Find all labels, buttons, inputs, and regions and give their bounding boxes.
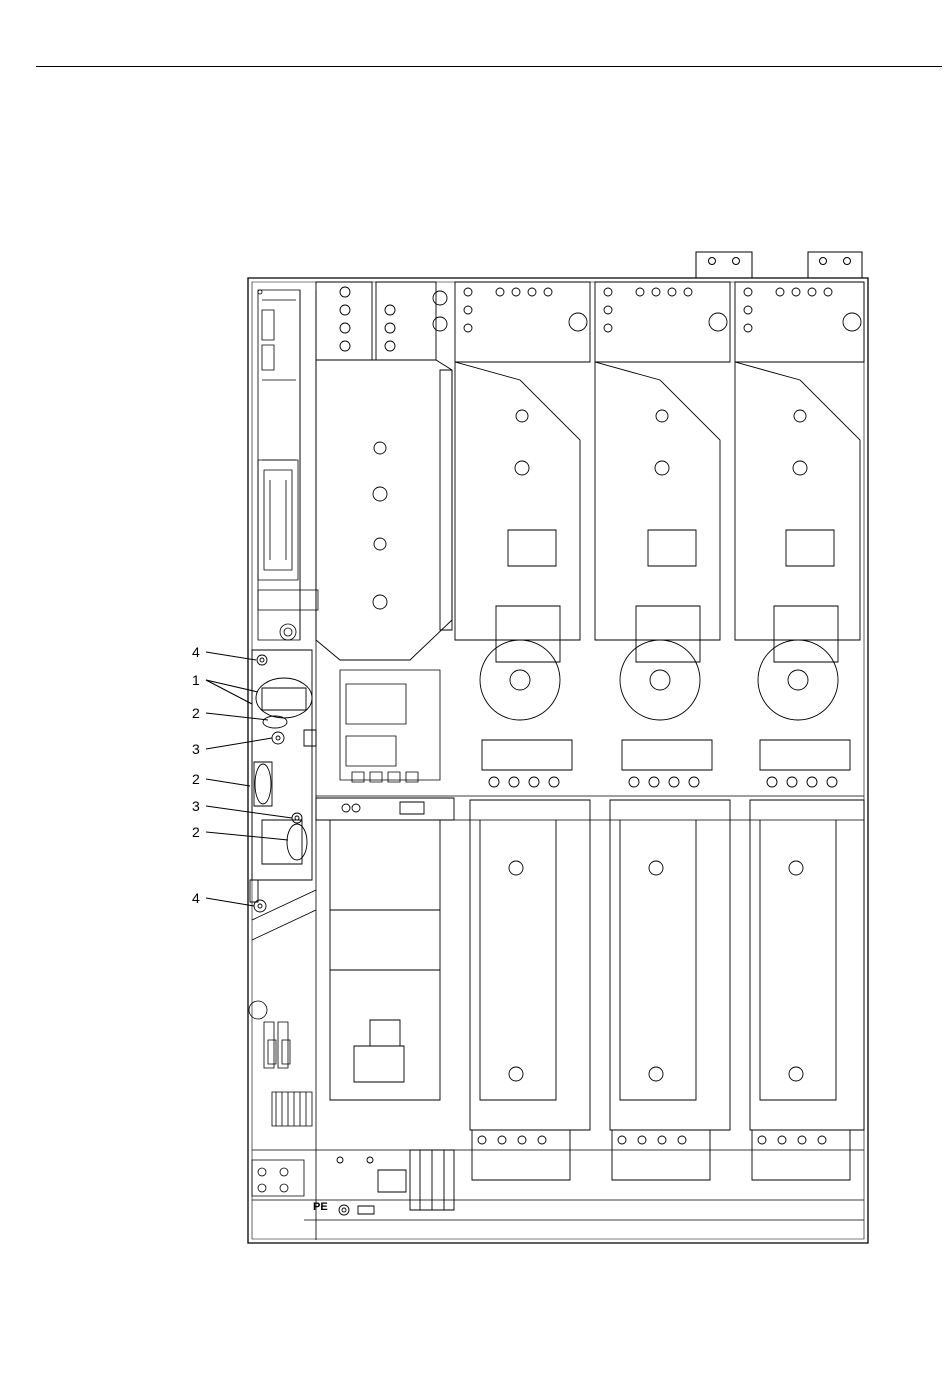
- dc-label-panel: [340, 670, 440, 782]
- callout-4-bottom: 4: [192, 891, 200, 905]
- power-module-3: [735, 282, 864, 1180]
- callout-leaders: [206, 652, 292, 906]
- pe-terminal-label: PE: [313, 1201, 328, 1213]
- horizontal-rails: [252, 796, 864, 1220]
- cabinet-frame: [248, 278, 868, 1243]
- callout-2-upper: 2: [192, 706, 200, 720]
- top-bracket-right: [808, 252, 862, 278]
- lower-left-panel: [316, 798, 454, 1100]
- power-module-1: [455, 282, 590, 1180]
- callout-2-lower: 2: [192, 825, 200, 839]
- cabinet-inner-frame: [252, 282, 864, 1239]
- bottom-terminal-block: [337, 1150, 454, 1215]
- callout-3-upper: 3: [192, 742, 200, 756]
- callout-3-lower: 3: [192, 799, 200, 813]
- left-terminal-section: [249, 1001, 312, 1196]
- left-module-stack: [250, 650, 316, 940]
- callout-1: 1: [192, 673, 200, 687]
- callout-4-top: 4: [192, 645, 200, 659]
- power-module-2: [595, 282, 730, 1180]
- callout-2-middle: 2: [192, 772, 200, 786]
- dc-busbar-section: [316, 282, 452, 660]
- top-bracket-left: [696, 252, 752, 278]
